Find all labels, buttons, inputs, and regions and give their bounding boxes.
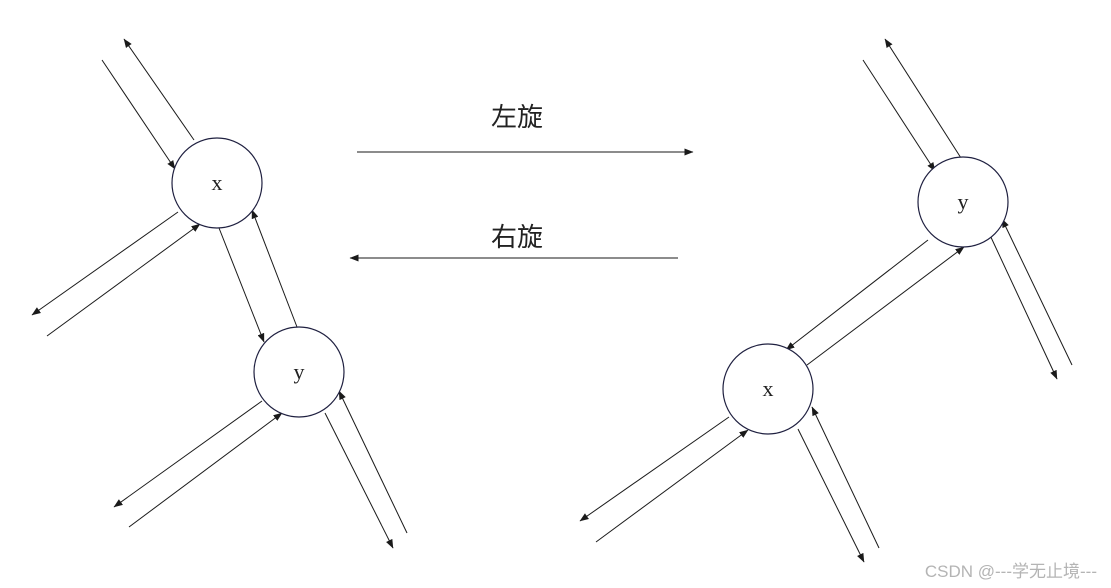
left-x-parent-down-edge xyxy=(101,59,176,170)
left-node-y: y xyxy=(253,326,345,418)
right-rotation-label: 右旋 xyxy=(491,223,543,253)
left-tree: x y xyxy=(31,38,408,549)
right-x-leftchild-down-edge xyxy=(579,416,730,522)
right-node-y: y xyxy=(917,156,1009,248)
left-y-leftchild-up-edge xyxy=(128,412,283,528)
right-node-x: x xyxy=(722,343,814,435)
left-x-to-y-edge xyxy=(218,227,265,343)
right-node-x-label: x xyxy=(763,376,774,401)
left-node-y-label: y xyxy=(294,359,305,384)
right-tree: y x xyxy=(579,38,1073,563)
right-y-to-x-edge xyxy=(785,239,929,351)
left-rotation-label: 左旋 xyxy=(491,103,543,133)
right-y-parent-down-edge xyxy=(862,59,936,172)
left-y-to-x-edge xyxy=(251,209,298,328)
right-x-rightchild-up-edge xyxy=(811,406,880,549)
left-x-parent-up-edge xyxy=(123,38,195,141)
right-y-parent-up-edge xyxy=(884,38,962,159)
right-x-leftchild-up-edge xyxy=(595,429,749,543)
right-x-rightchild-down-edge xyxy=(797,428,865,563)
left-node-x: x xyxy=(171,137,263,229)
left-y-leftchild-down-edge xyxy=(113,400,263,508)
left-y-rightchild-up-edge xyxy=(338,390,408,534)
left-node-x-label: x xyxy=(212,170,223,195)
right-y-rightchild-down-edge xyxy=(988,232,1058,380)
csdn-watermark: CSDN @---学无止境--- xyxy=(924,562,1097,581)
left-x-leftchild-down-edge xyxy=(31,211,179,316)
right-node-y-label: y xyxy=(958,189,969,214)
right-x-to-y-edge xyxy=(806,246,965,366)
right-y-rightchild-up-edge xyxy=(1001,218,1073,366)
operations: 左旋 右旋 xyxy=(349,103,694,262)
left-y-rightchild-down-edge xyxy=(324,412,394,549)
left-x-leftchild-up-edge xyxy=(46,223,201,337)
